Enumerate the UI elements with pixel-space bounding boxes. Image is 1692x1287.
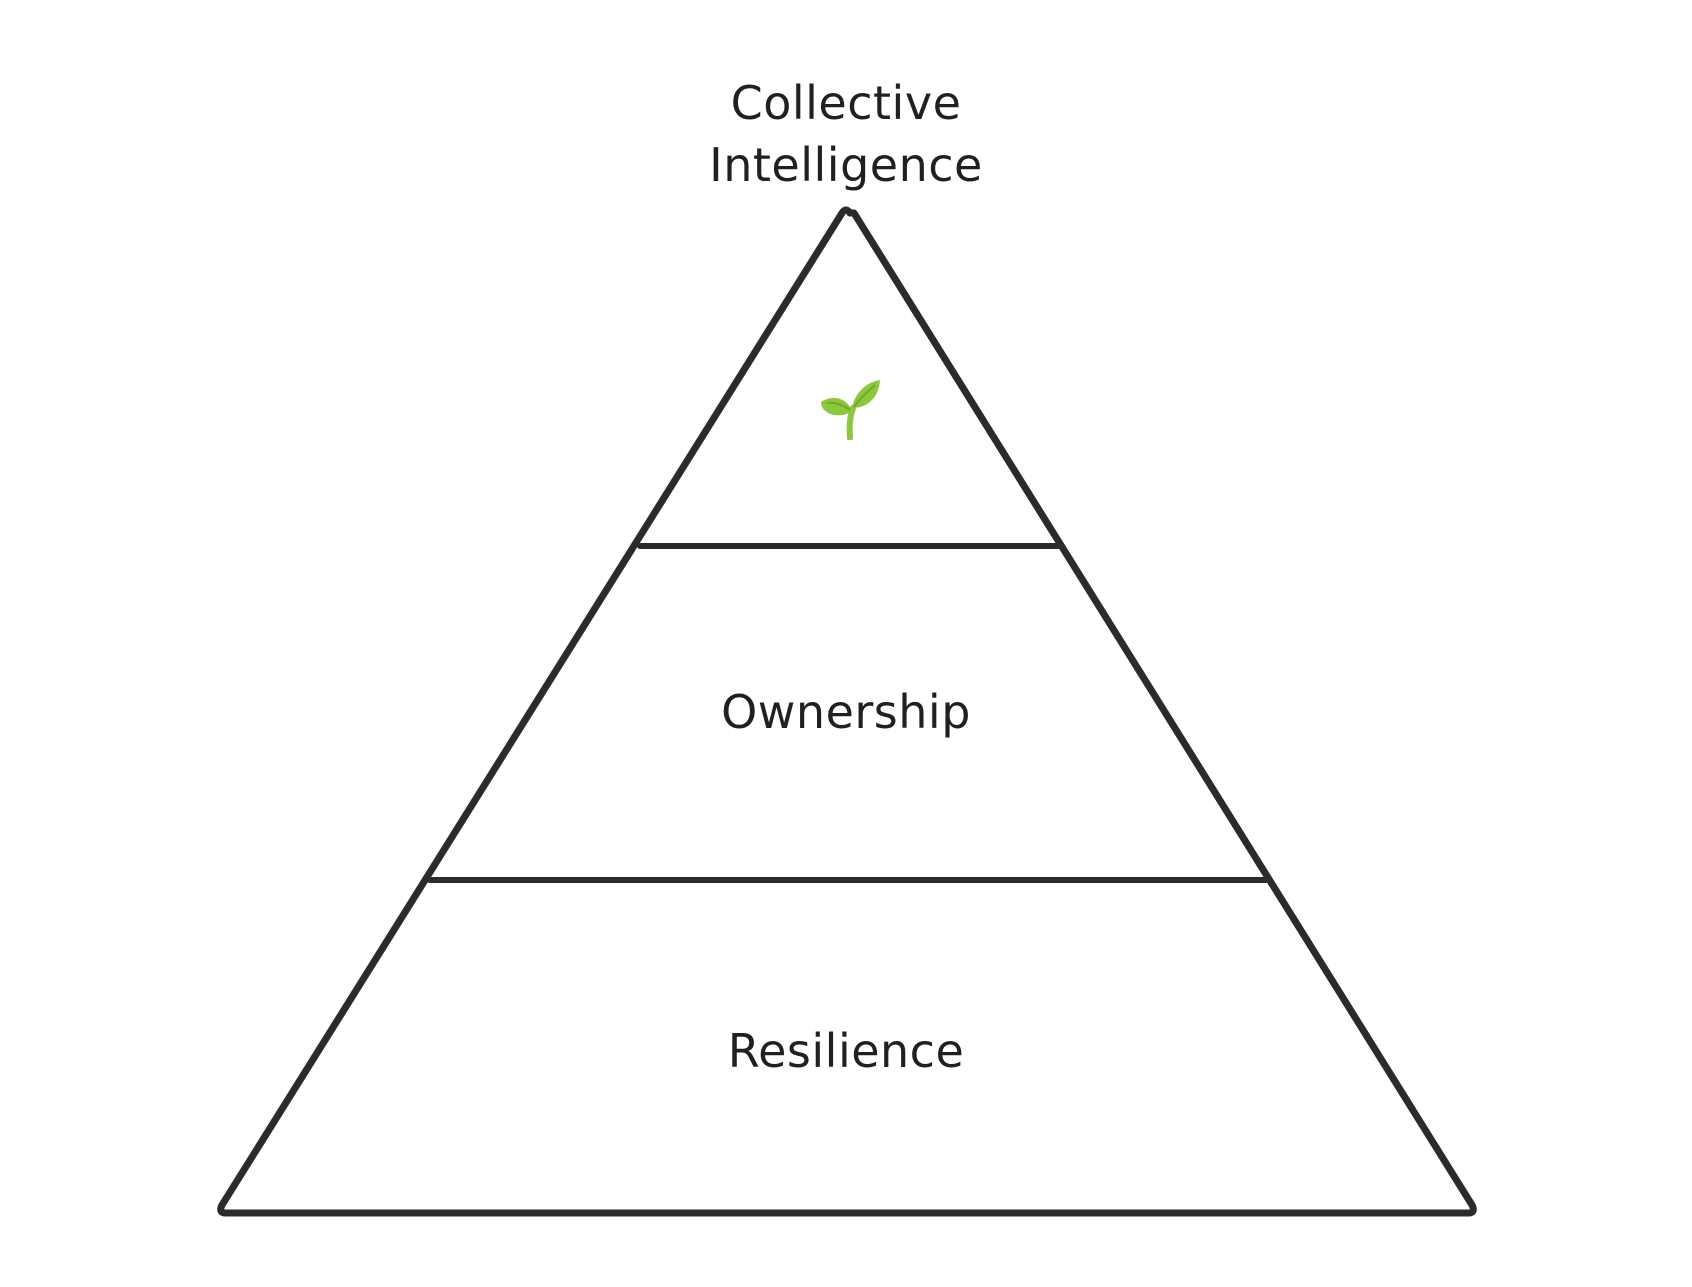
tier-label-ownership: Ownership xyxy=(721,685,971,739)
apex-label-line-2: Intelligence xyxy=(709,138,983,192)
pyramid-outline xyxy=(217,206,1477,1217)
tier-label-resilience: Resilience xyxy=(727,1024,965,1078)
sprout-icon xyxy=(821,380,880,440)
apex-label: Collective Intelligence xyxy=(696,72,996,196)
apex-label-line-1: Collective xyxy=(730,76,962,130)
